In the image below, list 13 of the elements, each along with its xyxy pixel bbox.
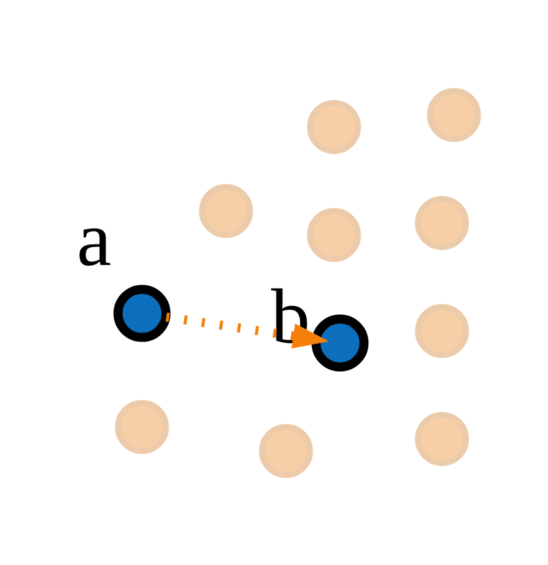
node-circle xyxy=(114,284,170,342)
node-circle xyxy=(415,412,469,466)
node-circle xyxy=(312,314,369,371)
node-circle xyxy=(415,196,469,250)
node-circle xyxy=(307,100,361,154)
node-circle xyxy=(427,88,481,142)
node-circle xyxy=(199,184,253,238)
node-circle xyxy=(259,424,313,478)
arrow xyxy=(166,312,330,348)
node-circle xyxy=(415,304,469,358)
node-circle xyxy=(115,400,169,454)
node-circle xyxy=(307,208,361,262)
node-label: a xyxy=(76,194,112,282)
